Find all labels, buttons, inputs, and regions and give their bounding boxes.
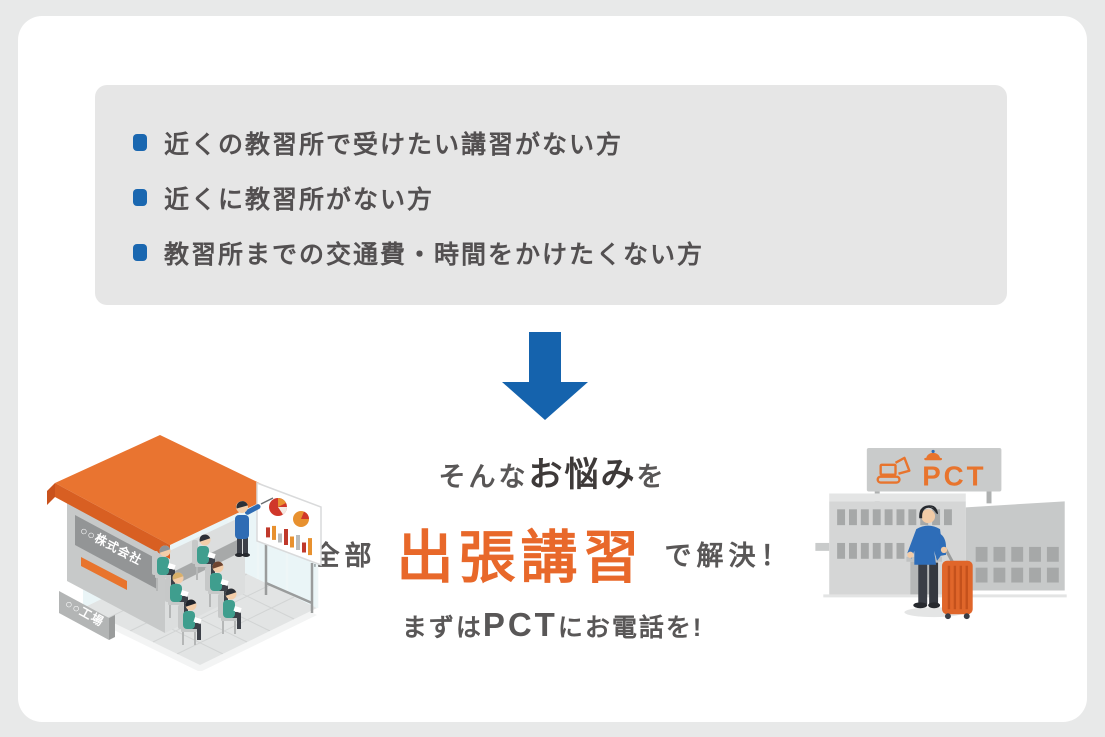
problem-item: 近くの教習所で受けたい講習がない方 [133,115,1007,170]
problem-item: 近くに教習所がない方 [133,170,1007,225]
line1-emphasis: お悩み [528,456,637,494]
hardhat-icon [924,449,943,461]
content-card: 近くの教習所で受けたい講習がない方 近くに教習所がない方 教習所までの交通費・時… [18,16,1087,722]
down-arrow-icon [501,332,588,425]
whiteboard-with-charts [256,481,322,613]
problem-list: 近くの教習所で受けたい講習がない方 近くに教習所がない方 教習所までの交通費・時… [133,115,1007,280]
solution-line3: まずはPCTにお電話を! [233,606,873,644]
line1-post: を [636,462,667,492]
pct-sign-text: PCT [922,461,986,492]
pct-office-building: PCT [815,447,1067,598]
forklift-logo-icon [876,456,911,484]
traveling-instructor-figure [907,505,973,620]
solution-text-block: そんなお悩みを 全部 出張講習 で解決！ まずはPCTにお電話を! [233,447,873,644]
line1-pre: そんな [438,462,529,492]
problem-item-text: 近くの教習所で受けたい講習がない方 [164,130,624,159]
bullet-square-icon [133,189,147,206]
line3-post: にお電話を! [557,614,704,642]
problem-item-text: 教習所までの交通費・時間をかけたくない方 [164,240,705,269]
instructor-figure [235,497,274,557]
factory-classroom-illustration: ○○株式会社 ○○工場 [47,435,322,671]
solution-line1: そんなお悩みを [233,447,873,496]
problem-item-text: 近くに教習所がない方 [164,185,435,214]
bullet-square-icon [133,244,147,261]
solution-line2: 全部 出張講習 で解決！ [233,512,873,594]
line3-pre: まずは [401,614,483,642]
problem-item: 教習所までの交通費・時間をかけたくない方 [133,225,1007,280]
line2-emphasis: 出張講習 [396,526,645,590]
bullet-square-icon [133,134,147,151]
line3-emphasis: PCT [482,606,558,643]
problem-box: 近くの教習所で受けたい講習がない方 近くに教習所がない方 教習所までの交通費・時… [95,85,1007,305]
pct-building-illustration: PCT [815,447,1067,620]
line2-post: で解決！ [664,540,793,571]
student-figures [152,534,242,645]
line2-pre: 全部 [312,540,377,571]
